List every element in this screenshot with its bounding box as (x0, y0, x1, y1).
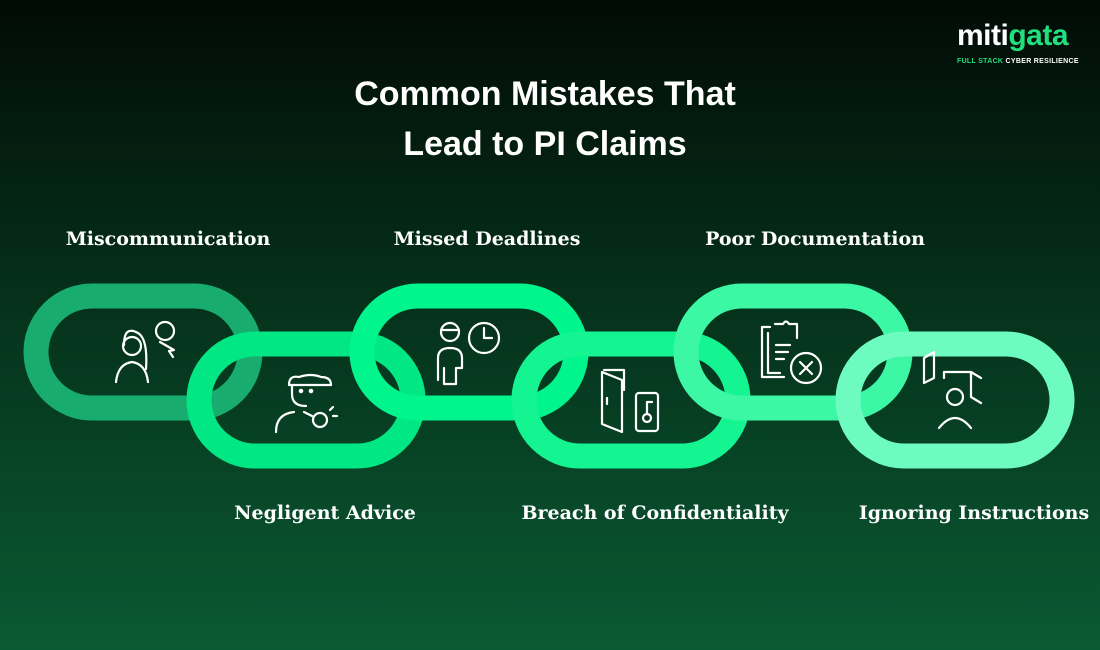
logo-word-1: miti (957, 19, 1009, 52)
person-clock-icon (436, 321, 501, 386)
logo-tagline-2: CYBER RESILIENCE (1005, 58, 1079, 65)
link-label-3: Missed Deadlines (393, 228, 581, 250)
page-title-line1: Common Mistakes That (354, 75, 736, 113)
link-label-6: Ignoring Instructions (858, 502, 1090, 524)
person-cursor-icon (114, 320, 176, 384)
link-label-2: Negligent Advice (234, 502, 416, 524)
link-label-5: Poor Documentation (705, 228, 925, 250)
mitigata-logo: mitigata FULL STACK CYBER RESILIENCE (957, 19, 1079, 66)
logo-tagline-1: FULL STACK (957, 58, 1004, 65)
link-label-4: Breach of Confidentiality (521, 502, 789, 524)
person-whistle-icon (274, 373, 339, 434)
link-label-1: Miscommunication (65, 228, 271, 250)
clipboard-x-icon (760, 320, 823, 385)
page-title-line2: Lead to PI Claims (403, 125, 687, 163)
person-panels-icon (922, 350, 983, 430)
door-key-icon (600, 368, 660, 434)
logo-word-2: gata (1008, 19, 1069, 52)
chain-link-6 (835, 331, 1075, 469)
